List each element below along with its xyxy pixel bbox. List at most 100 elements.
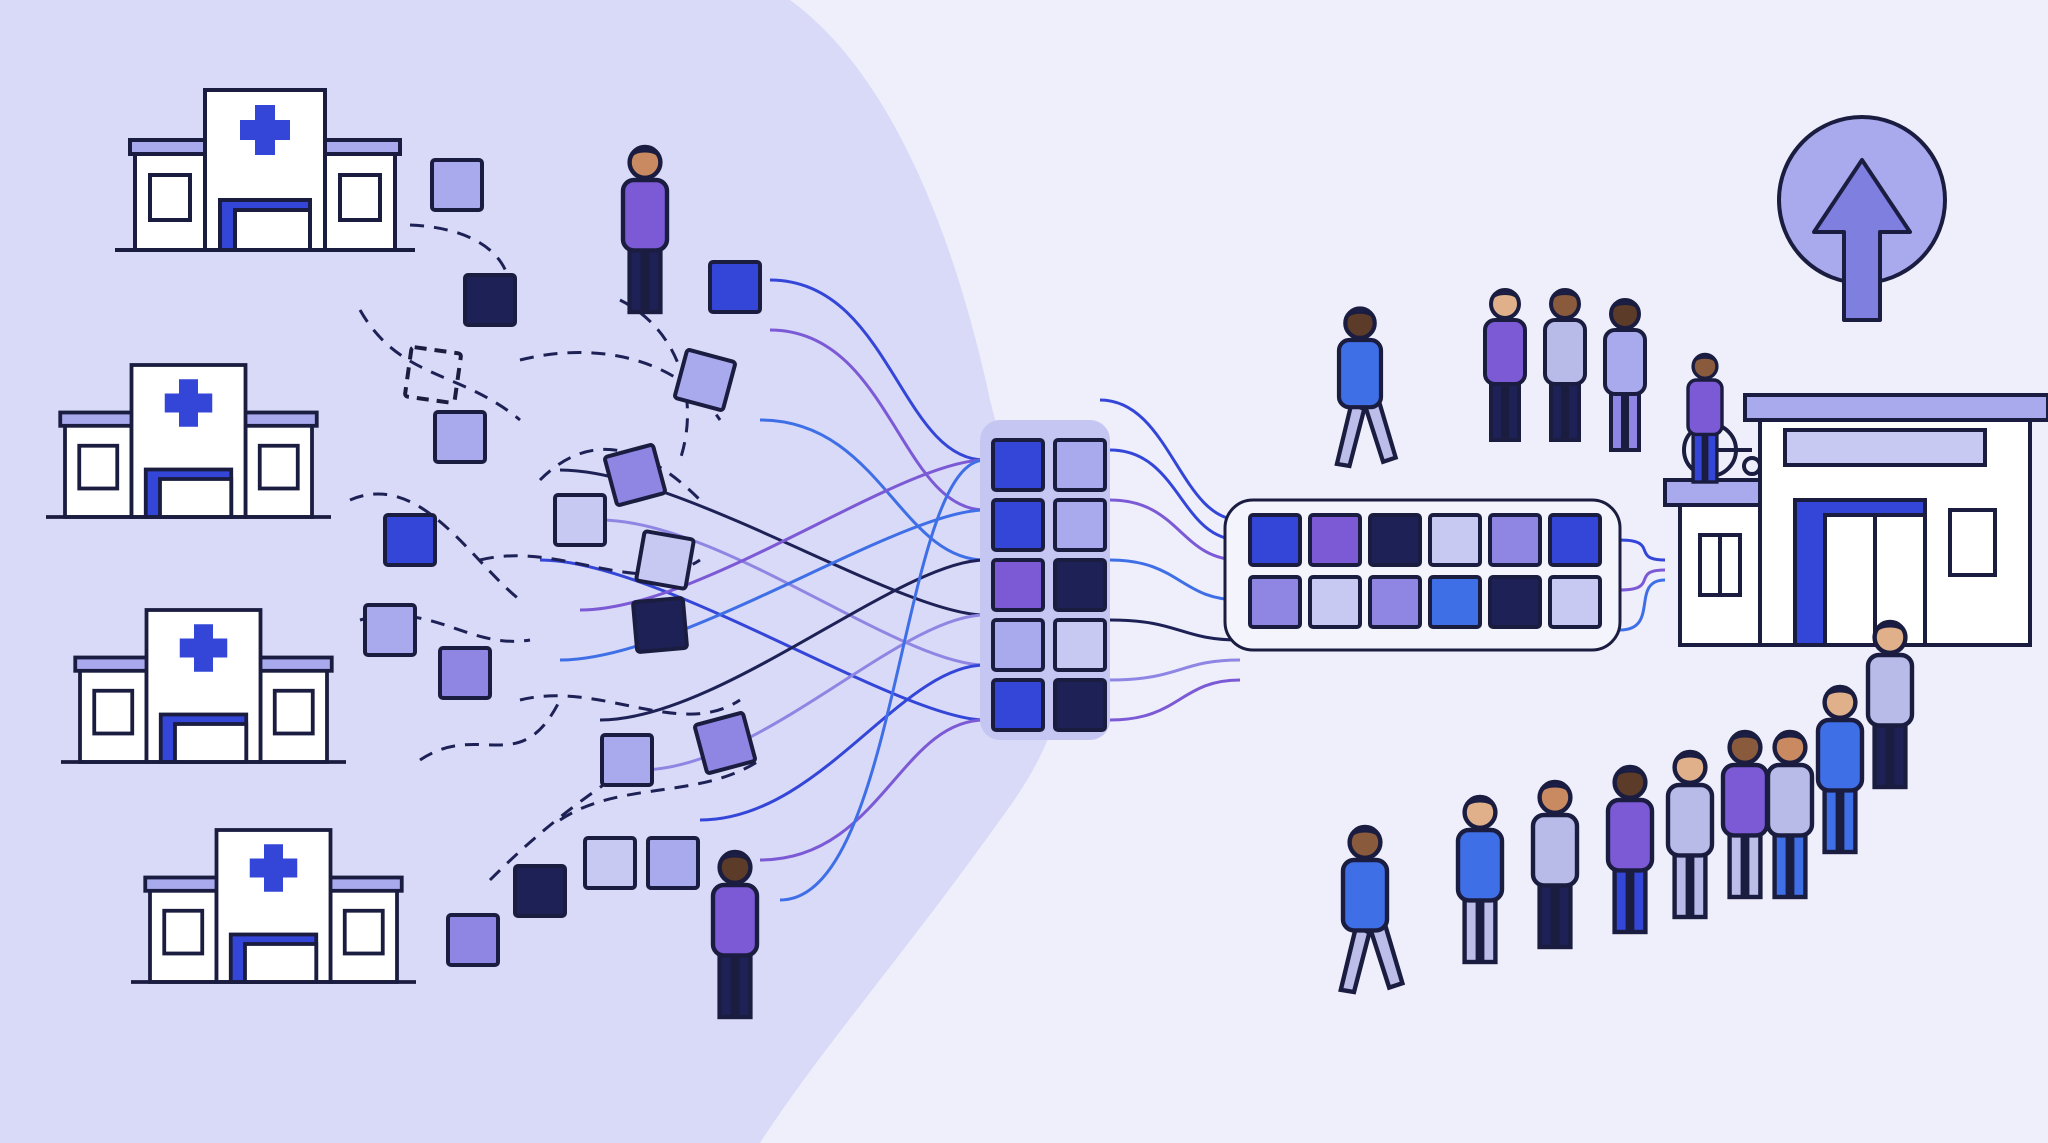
hospital-building-icon — [45, 363, 332, 519]
record-card — [513, 864, 567, 918]
record-card — [403, 345, 463, 405]
person-icon — [1815, 684, 1865, 855]
hospitals — [45, 88, 417, 984]
output-cell — [1248, 575, 1302, 629]
hospital-building-icon — [130, 828, 417, 984]
scattered-records — [363, 158, 762, 967]
flow-line — [599, 558, 986, 722]
grid-cell — [1053, 678, 1107, 732]
organized-record-grid — [991, 438, 1107, 732]
record-card — [383, 513, 437, 567]
flow-line — [1619, 538, 1666, 562]
grid-cell — [991, 438, 1045, 492]
person-icon — [1603, 298, 1647, 452]
flow-line — [769, 328, 986, 512]
flow-line — [639, 613, 986, 772]
record-card — [673, 348, 737, 412]
person-icon — [1334, 306, 1399, 469]
record-card — [631, 596, 689, 654]
output-cell — [1248, 513, 1302, 567]
dashed-line — [559, 758, 761, 822]
record-card — [583, 836, 637, 890]
output-cell — [1308, 513, 1362, 567]
people — [620, 144, 1915, 1020]
person-icon — [710, 849, 760, 1020]
flow-line — [1109, 448, 1241, 542]
flow-line — [1109, 678, 1241, 722]
record-card — [708, 260, 762, 314]
medical-cross-icon — [240, 105, 290, 155]
dashed-line — [358, 309, 521, 422]
upload-badge — [1777, 115, 1947, 322]
grid-cell — [1053, 438, 1107, 492]
dashed-line — [488, 758, 641, 882]
output-cell — [1548, 513, 1602, 567]
person-icon — [1605, 764, 1655, 935]
flow-line — [1109, 618, 1241, 642]
flow-line — [1619, 578, 1666, 632]
record-card — [446, 913, 500, 967]
flow-line — [699, 663, 986, 822]
person-icon — [620, 144, 670, 315]
output-cell — [1368, 513, 1422, 567]
flow-line — [1099, 398, 1241, 522]
grid-cell — [991, 678, 1045, 732]
flow-line — [539, 558, 986, 722]
output-cell — [1428, 513, 1482, 567]
flow-line — [1109, 498, 1241, 562]
grid-cell — [1053, 558, 1107, 612]
output-cell — [1548, 575, 1602, 629]
person-icon — [1543, 288, 1587, 442]
grid-cell — [991, 618, 1045, 672]
flow-line — [759, 718, 986, 862]
grid-cell — [991, 558, 1045, 612]
person-icon — [1665, 749, 1715, 920]
record-card — [438, 646, 492, 700]
output-cell — [1488, 513, 1542, 567]
flow-line — [1619, 568, 1666, 592]
flow-line — [779, 458, 986, 902]
record-card — [430, 158, 484, 212]
record-card — [553, 493, 607, 547]
medical-cross-icon — [249, 844, 298, 892]
hospital-building-icon — [60, 608, 347, 764]
dashed-line — [349, 492, 521, 602]
record-card — [433, 410, 487, 464]
flow-line — [1109, 558, 1241, 602]
medical-cross-icon — [179, 624, 228, 672]
flow-lines — [539, 278, 1666, 902]
person-icon — [1455, 794, 1505, 965]
record-card — [463, 273, 517, 327]
dashed-line — [419, 699, 562, 762]
record-card — [603, 443, 667, 507]
grid-cell — [1053, 618, 1107, 672]
record-card — [646, 836, 700, 890]
record-card — [600, 733, 654, 787]
person-icon — [1765, 729, 1815, 900]
record-card — [363, 603, 417, 657]
output-cell — [1488, 575, 1542, 629]
person-icon — [1720, 729, 1770, 900]
flow-line — [599, 518, 986, 667]
flow-line — [1109, 658, 1241, 682]
output-record-rows — [1248, 513, 1602, 629]
hospital-building-icon — [115, 88, 415, 252]
upload-arrow-icon — [1812, 158, 1912, 322]
flow-line — [559, 508, 986, 662]
person-icon — [1483, 288, 1527, 442]
output-cell — [1428, 575, 1482, 629]
dashed-line — [519, 694, 741, 716]
person-icon — [1865, 619, 1915, 790]
output-cell — [1368, 575, 1422, 629]
output-cell — [1308, 575, 1362, 629]
medical-cross-icon — [164, 379, 213, 427]
record-card — [693, 711, 757, 775]
person-icon — [1338, 824, 1406, 995]
flow-line — [769, 278, 986, 462]
grid-cell — [991, 498, 1045, 552]
clinic-building — [1663, 393, 2048, 647]
grid-cell — [1053, 498, 1107, 552]
person-icon — [1530, 779, 1580, 950]
record-card — [634, 529, 696, 591]
